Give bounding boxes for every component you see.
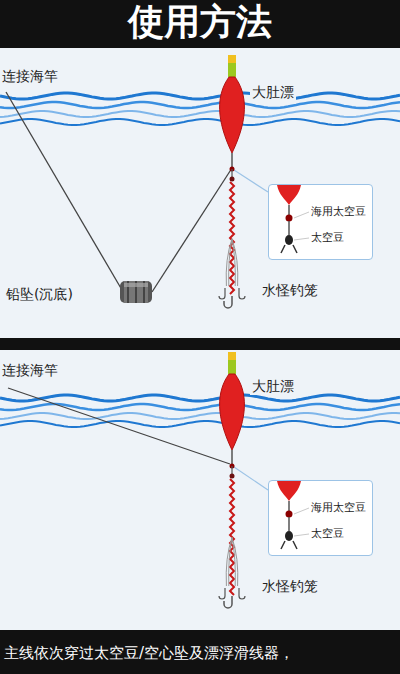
twisted-line <box>230 182 234 294</box>
float-tip <box>228 352 236 360</box>
rod-line <box>6 92 122 290</box>
drawing-stroke <box>232 239 238 286</box>
bead <box>230 474 235 479</box>
big-belly-float <box>220 55 245 469</box>
hook <box>219 588 225 599</box>
drawing-stroke <box>288 517 290 531</box>
inset-illustration <box>269 481 371 554</box>
inset-text: 海用太空豆 <box>311 205 366 218</box>
panel-ground <box>0 350 400 630</box>
drawing-stroke <box>231 466 232 474</box>
inset-text: 海用太空豆 <box>311 501 366 514</box>
rod-label: 连接海竿 <box>2 362 58 379</box>
float-body <box>277 185 301 205</box>
drawing-stroke <box>232 538 238 587</box>
callout-line <box>234 467 268 490</box>
water-waves <box>0 93 400 427</box>
space-bean <box>286 215 293 222</box>
float-stem <box>231 153 233 167</box>
title: 使用方法 <box>0 0 400 44</box>
inset-text: 太空豆 <box>311 231 344 244</box>
main-line <box>152 168 232 292</box>
caption: 主线依次穿过太空豆/空心坠及漂浮滑线器， <box>4 644 294 662</box>
inset-box: 海用太空豆太空豆 <box>268 184 373 260</box>
cage-label: 水怪钓笼 <box>262 578 318 595</box>
wave-line <box>0 404 400 410</box>
drawing-stroke <box>281 245 297 253</box>
drawing-stroke <box>281 541 297 549</box>
inset-illustration <box>269 185 371 258</box>
drawing-stroke <box>231 169 232 177</box>
drawing-stroke <box>294 238 309 240</box>
float-antenna <box>228 63 236 77</box>
drawing-stroke <box>232 538 235 587</box>
fishing-cage <box>219 169 245 608</box>
wave-line <box>0 93 400 99</box>
drawing-stroke <box>294 508 309 514</box>
float-label: 大肚漂 <box>250 378 296 395</box>
rod-line <box>8 388 230 464</box>
wave-line <box>0 102 400 108</box>
drawing-stroke <box>294 534 309 536</box>
float-stem <box>231 450 233 464</box>
space-bean <box>286 511 293 518</box>
float-tip <box>228 55 236 63</box>
hook <box>219 288 225 299</box>
sinker-label: 铅坠(沉底) <box>6 286 73 303</box>
wave-line <box>0 421 400 427</box>
float-body <box>277 481 301 501</box>
cage-label: 水怪钓笼 <box>262 282 318 299</box>
inset-text: 太空豆 <box>311 527 344 540</box>
callout-line <box>234 170 268 192</box>
rod-label: 连接海竿 <box>2 68 58 85</box>
drawing-stroke <box>226 538 232 587</box>
swivel <box>285 531 293 541</box>
drawing-stroke <box>288 221 290 235</box>
drawing-stroke <box>294 212 309 218</box>
float-body <box>220 77 245 153</box>
drawing-stroke <box>229 239 232 286</box>
bead <box>230 177 235 182</box>
swivel <box>285 235 293 245</box>
wave-line <box>0 395 400 401</box>
twisted-line <box>230 479 234 595</box>
wave-line <box>0 111 400 117</box>
hook <box>239 588 245 599</box>
drawing-stroke <box>226 239 232 286</box>
wave-line <box>0 119 400 125</box>
float-antenna <box>228 360 236 374</box>
drawing-stroke <box>288 501 290 511</box>
float-label: 大肚漂 <box>250 84 296 101</box>
wave-line <box>0 413 400 419</box>
lead-sinker <box>120 281 152 303</box>
float-body <box>220 374 245 450</box>
drawing-stroke <box>288 205 290 215</box>
hook <box>239 288 245 299</box>
drawing-stroke <box>229 538 232 587</box>
inset-box: 海用太空豆太空豆 <box>268 480 373 556</box>
panel-ground <box>0 48 400 338</box>
